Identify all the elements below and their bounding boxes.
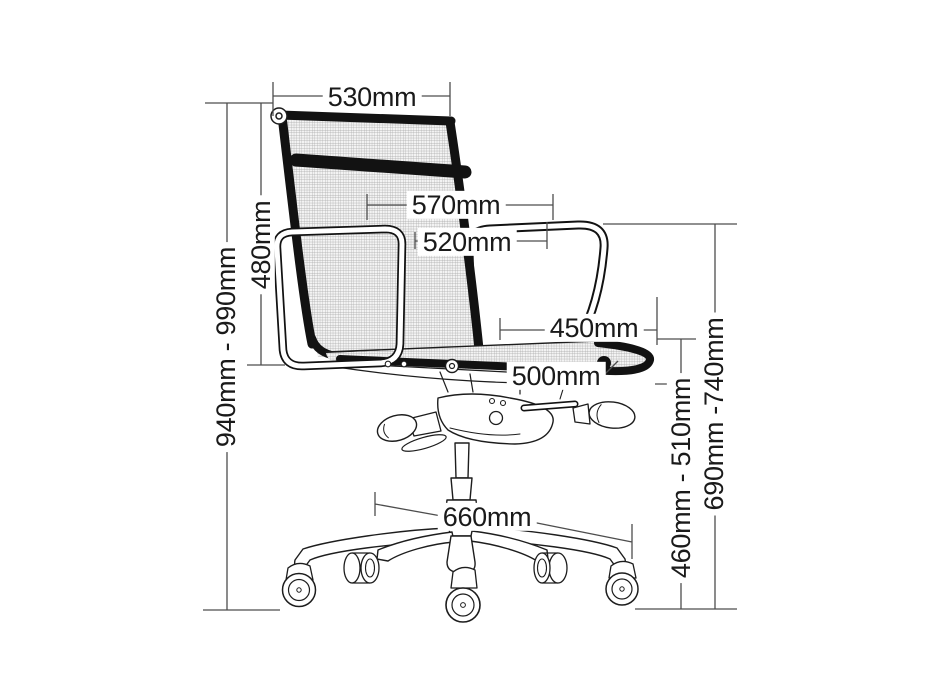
- base-leg-center: [446, 535, 476, 573]
- seat-front-bumper: [336, 339, 654, 376]
- caster-far-right: [605, 560, 639, 606]
- tilt-mechanism: [376, 383, 636, 452]
- dim-label-seat-width: 500mm: [506, 361, 606, 390]
- dim-label-overall-height: 940mm - 990mm: [211, 241, 241, 453]
- caster-left-mid: [343, 552, 380, 584]
- dim-label-base-width: 660mm: [437, 502, 537, 531]
- dim-label-back-width: 530mm: [322, 82, 422, 111]
- dim-label-arm-inner-width: 520mm: [417, 227, 517, 256]
- dim-label-arm-outer-width: 570mm: [406, 190, 506, 219]
- lever-right: [520, 400, 636, 429]
- dim-label-back-height: 480mm: [246, 195, 276, 295]
- lever-left: [376, 411, 447, 452]
- dim-label-seat-depth: 450mm: [544, 313, 644, 342]
- dim-label-seat-height: 460mm - 510mm: [666, 372, 696, 584]
- caster-center: [445, 566, 481, 623]
- casters: [281, 552, 639, 623]
- backrest-left-frame: [277, 111, 317, 349]
- backrest-top-cap: [275, 110, 456, 126]
- base-leg-left-mid: [376, 531, 455, 562]
- armrest-near: [272, 224, 408, 371]
- caster-right-mid: [533, 552, 568, 584]
- backrest-mid-band: [289, 153, 472, 179]
- dim-label-arm-height: 690mm -740mm: [699, 312, 729, 516]
- caster-far-left: [281, 562, 317, 608]
- dim-line-base-width: [374, 492, 633, 559]
- backrest: [270, 107, 484, 360]
